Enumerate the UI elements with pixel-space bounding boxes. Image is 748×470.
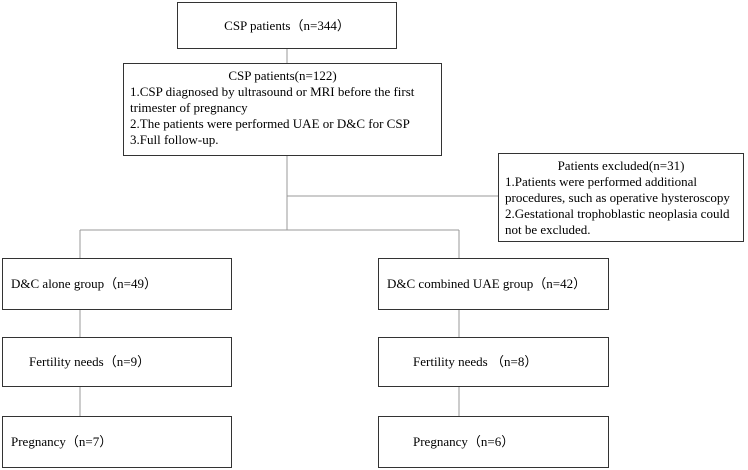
pregnancy-right-text: Pregnancy（n=6）: [413, 434, 515, 449]
included-criterion-3: 3.Full follow-up.: [130, 132, 219, 147]
included-title: CSP patients(n=122): [228, 68, 337, 83]
excluded-criterion-2: 2.Gestational trophoblastic neoplasia co…: [505, 206, 730, 237]
box-pregnancy-right: Pregnancy（n=6）: [378, 416, 609, 468]
excluded-criterion-1: 1.Patients were performed additional pro…: [505, 174, 730, 205]
box-csp-total: CSP patients（n=344）: [177, 2, 397, 49]
fertility-right-text: Fertility needs （n=8）: [413, 354, 538, 369]
included-criterion-2: 2.The patients were performed UAE or D&C…: [130, 116, 410, 131]
box-patients-excluded: Patients excluded(n=31) 1.Patients were …: [498, 153, 744, 242]
pregnancy-left-text: Pregnancy（n=7）: [11, 434, 113, 449]
box-csp-total-text: CSP patients（n=344）: [224, 17, 350, 33]
dc-alone-text: D&C alone group（n=49）: [11, 276, 157, 291]
box-fertility-left: Fertility needs（n=9）: [2, 337, 232, 387]
box-dc-alone: D&C alone group（n=49）: [2, 258, 232, 310]
box-dc-combined-uae: D&C combined UAE group（n=42）: [378, 258, 609, 310]
excluded-title: Patients excluded(n=31): [557, 158, 685, 173]
included-criterion-1: 1.CSP diagnosed by ultrasound or MRI bef…: [130, 84, 415, 115]
fertility-left-text: Fertility needs（n=9）: [29, 354, 151, 369]
dc-uae-text: D&C combined UAE group（n=42）: [387, 276, 587, 291]
box-pregnancy-left: Pregnancy（n=7）: [2, 416, 232, 468]
box-csp-included: CSP patients(n=122) 1.CSP diagnosed by u…: [123, 63, 442, 156]
box-fertility-right: Fertility needs （n=8）: [378, 337, 609, 387]
